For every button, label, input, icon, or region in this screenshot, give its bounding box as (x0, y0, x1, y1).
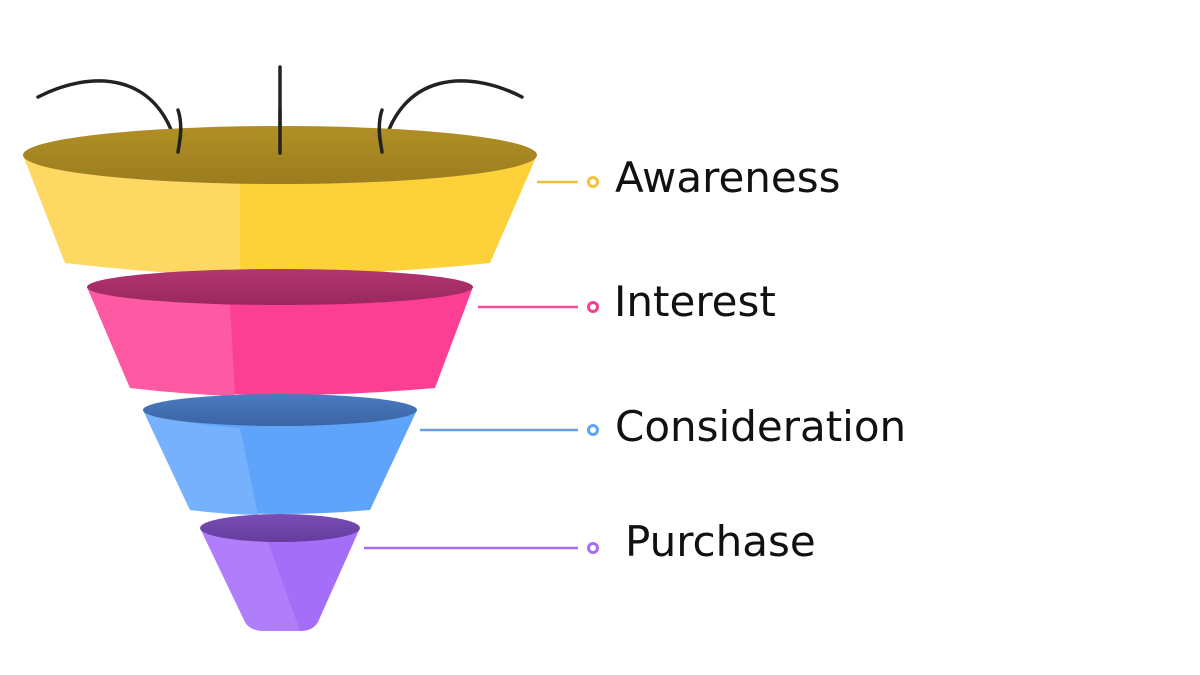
connector-awareness (537, 176, 599, 188)
connector-interest (478, 301, 599, 313)
label-purchase: Purchase (625, 517, 816, 566)
arrow-right-icon (380, 79, 524, 154)
label-consideration: Consideration (615, 402, 906, 451)
funnel-stage-purchase (200, 514, 360, 631)
arrow-left-icon (36, 79, 180, 154)
funnel-stage-interest (87, 269, 473, 396)
connector-consideration (420, 424, 599, 436)
connector-purchase (364, 542, 599, 554)
label-awareness: Awareness (615, 153, 841, 202)
funnel-stage-consideration (143, 394, 417, 515)
funnel-stage-awareness (23, 108, 537, 276)
label-interest: Interest (614, 277, 776, 326)
